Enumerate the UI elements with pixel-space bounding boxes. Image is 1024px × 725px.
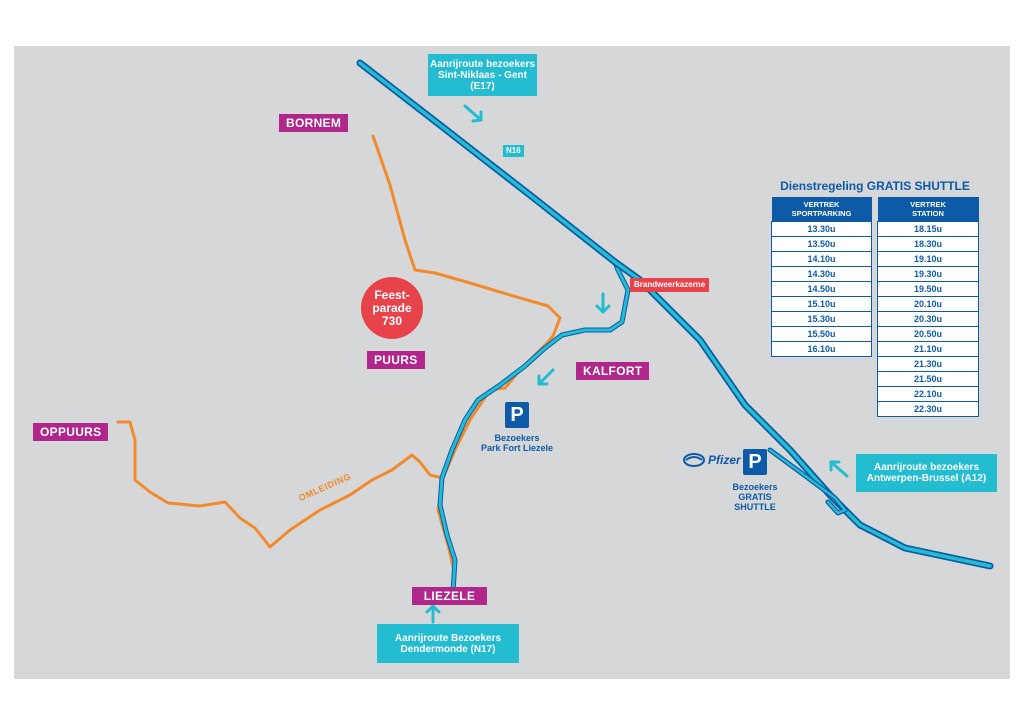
place-oppuurs: OPPUURS <box>33 423 109 441</box>
schedule-time: 14.30u <box>771 266 872 282</box>
place-kalfort: KALFORT <box>576 362 650 380</box>
pfizer-logo-text: Pfizer <box>708 453 741 467</box>
table-row: 15.50u <box>771 326 872 342</box>
shuttle-access-road <box>768 448 847 515</box>
table-row: 14.10u <box>771 251 872 267</box>
schedule-time: 22.30u <box>877 401 979 417</box>
access-road-liezele <box>438 260 630 594</box>
parking-shuttle-line1: Bezoekers <box>732 482 778 492</box>
table-row: 20.50u <box>877 326 979 342</box>
table-row: 21.50u <box>877 371 979 387</box>
table-row: 18.15u <box>877 221 979 237</box>
schedule-time: 19.30u <box>877 266 979 282</box>
place-bornem: BORNEM <box>279 114 349 132</box>
schedule-time: 21.50u <box>877 371 979 387</box>
route-box-n17: Aanrijroute Bezoekers Dendermonde (N17) <box>377 624 519 663</box>
parking-shuttle-line2: GRATIS <box>738 492 772 502</box>
event-line1: Feest- <box>374 287 410 302</box>
schedule-time: 20.10u <box>877 296 979 312</box>
schedule-time: 18.15u <box>877 221 979 237</box>
schedule-time: 15.50u <box>771 326 872 342</box>
header1: VERTREK <box>910 200 946 209</box>
access-road-liezele-edge <box>437 259 631 595</box>
parking-label-shuttle: Bezoekers GRATIS SHUTTLE <box>720 482 790 512</box>
arrow-down-left-icon <box>537 368 555 386</box>
table-row: 14.50u <box>771 281 872 297</box>
place-liezele: LIEZELE <box>412 587 487 605</box>
pfizer-swoosh-icon <box>683 453 705 467</box>
fire-station-label: Brandweerkazerne <box>630 278 710 292</box>
schedule-time: 15.30u <box>771 311 872 327</box>
table-row: 15.10u <box>771 296 872 312</box>
schedule-time: 14.10u <box>771 251 872 267</box>
route-n17-line1: Aanrijroute Bezoekers <box>394 632 502 644</box>
arrow-up-icon <box>425 604 441 624</box>
table-row: 19.50u <box>877 281 979 297</box>
pfizer-logo: Pfizer <box>683 452 741 468</box>
route-box-e17: Aanrijroute bezoekers Sint-Niklaas - Gen… <box>428 54 537 96</box>
route-n17-line2: Dendermonde (N17) <box>400 643 496 655</box>
table-row: 13.30u <box>771 221 872 237</box>
event-marker-feestparade: Feest- parade 730 <box>361 277 423 339</box>
header2: SPORTPARKING <box>791 209 852 218</box>
route-a12-line2: Antwerpen-Brussel (A12) <box>866 473 987 484</box>
parking-fort-line1: Bezoekers <box>494 433 540 443</box>
schedule-time: 14.50u <box>771 281 872 297</box>
table-row: 14.30u <box>771 266 872 282</box>
schedule-time: 16.10u <box>771 341 872 357</box>
schedule-time: 19.10u <box>877 251 979 267</box>
schedule-time: 21.30u <box>877 356 979 372</box>
event-line3: 730 <box>381 313 403 328</box>
table-row: 21.30u <box>877 356 979 372</box>
place-puurs: PUURS <box>367 351 425 369</box>
schedule-header-station: VERTREK STATION <box>877 197 979 222</box>
table-row: 22.30u <box>877 401 979 417</box>
schedule-time: 20.50u <box>877 326 979 342</box>
schedule-time: 22.10u <box>877 386 979 402</box>
schedule-title: Dienstregeling GRATIS SHUTTLE <box>780 179 970 193</box>
parking-fort-line2: Park Fort Liezele <box>480 443 554 453</box>
table-row: 19.30u <box>877 266 979 282</box>
parking-label-fort: Bezoekers Park Fort Liezele <box>465 433 569 453</box>
schedule-header-sportparking: VERTREK SPORTPARKING <box>771 197 872 222</box>
table-row: 13.50u <box>771 236 872 252</box>
route-box-a12: Aanrijroute bezoekers Antwerpen-Brussel … <box>856 454 997 492</box>
schedule-time: 13.50u <box>771 236 872 252</box>
arrow-up-left-icon <box>829 460 849 478</box>
table-row: 20.10u <box>877 296 979 312</box>
table-row: 16.10u <box>771 341 872 357</box>
route-e17-line1: Aanrijroute bezoekers <box>429 58 536 70</box>
schedule-time: 19.50u <box>877 281 979 297</box>
parking-icon-fort: P <box>505 402 529 428</box>
arrow-down-icon <box>595 292 611 314</box>
parking-icon-shuttle: P <box>743 449 767 475</box>
table-row: 20.30u <box>877 311 979 327</box>
table-row: 21.10u <box>877 341 979 357</box>
event-line2: parade <box>372 300 412 315</box>
schedule-time: 18.30u <box>877 236 979 252</box>
road-label-n16: N16 <box>503 145 524 157</box>
table-row: 22.10u <box>877 386 979 402</box>
schedule-time: 15.10u <box>771 296 872 312</box>
parking-shuttle-line3: SHUTTLE <box>734 502 776 512</box>
arrow-down-right-icon <box>463 104 483 123</box>
table-row: 18.30u <box>877 236 979 252</box>
route-e17-line2: Sint-Niklaas - Gent (E17) <box>438 69 527 92</box>
schedule-time: 21.10u <box>877 341 979 357</box>
schedule-time: 13.30u <box>771 221 872 237</box>
detour-road-oppuurs <box>116 420 445 549</box>
schedule-time: 20.30u <box>877 311 979 327</box>
header2: STATION <box>912 209 944 218</box>
table-row: 15.30u <box>771 311 872 327</box>
header1: VERTREK <box>803 200 840 209</box>
highway <box>358 61 992 568</box>
route-a12-line1: Aanrijroute bezoekers <box>873 462 980 473</box>
table-row: 19.10u <box>877 251 979 267</box>
